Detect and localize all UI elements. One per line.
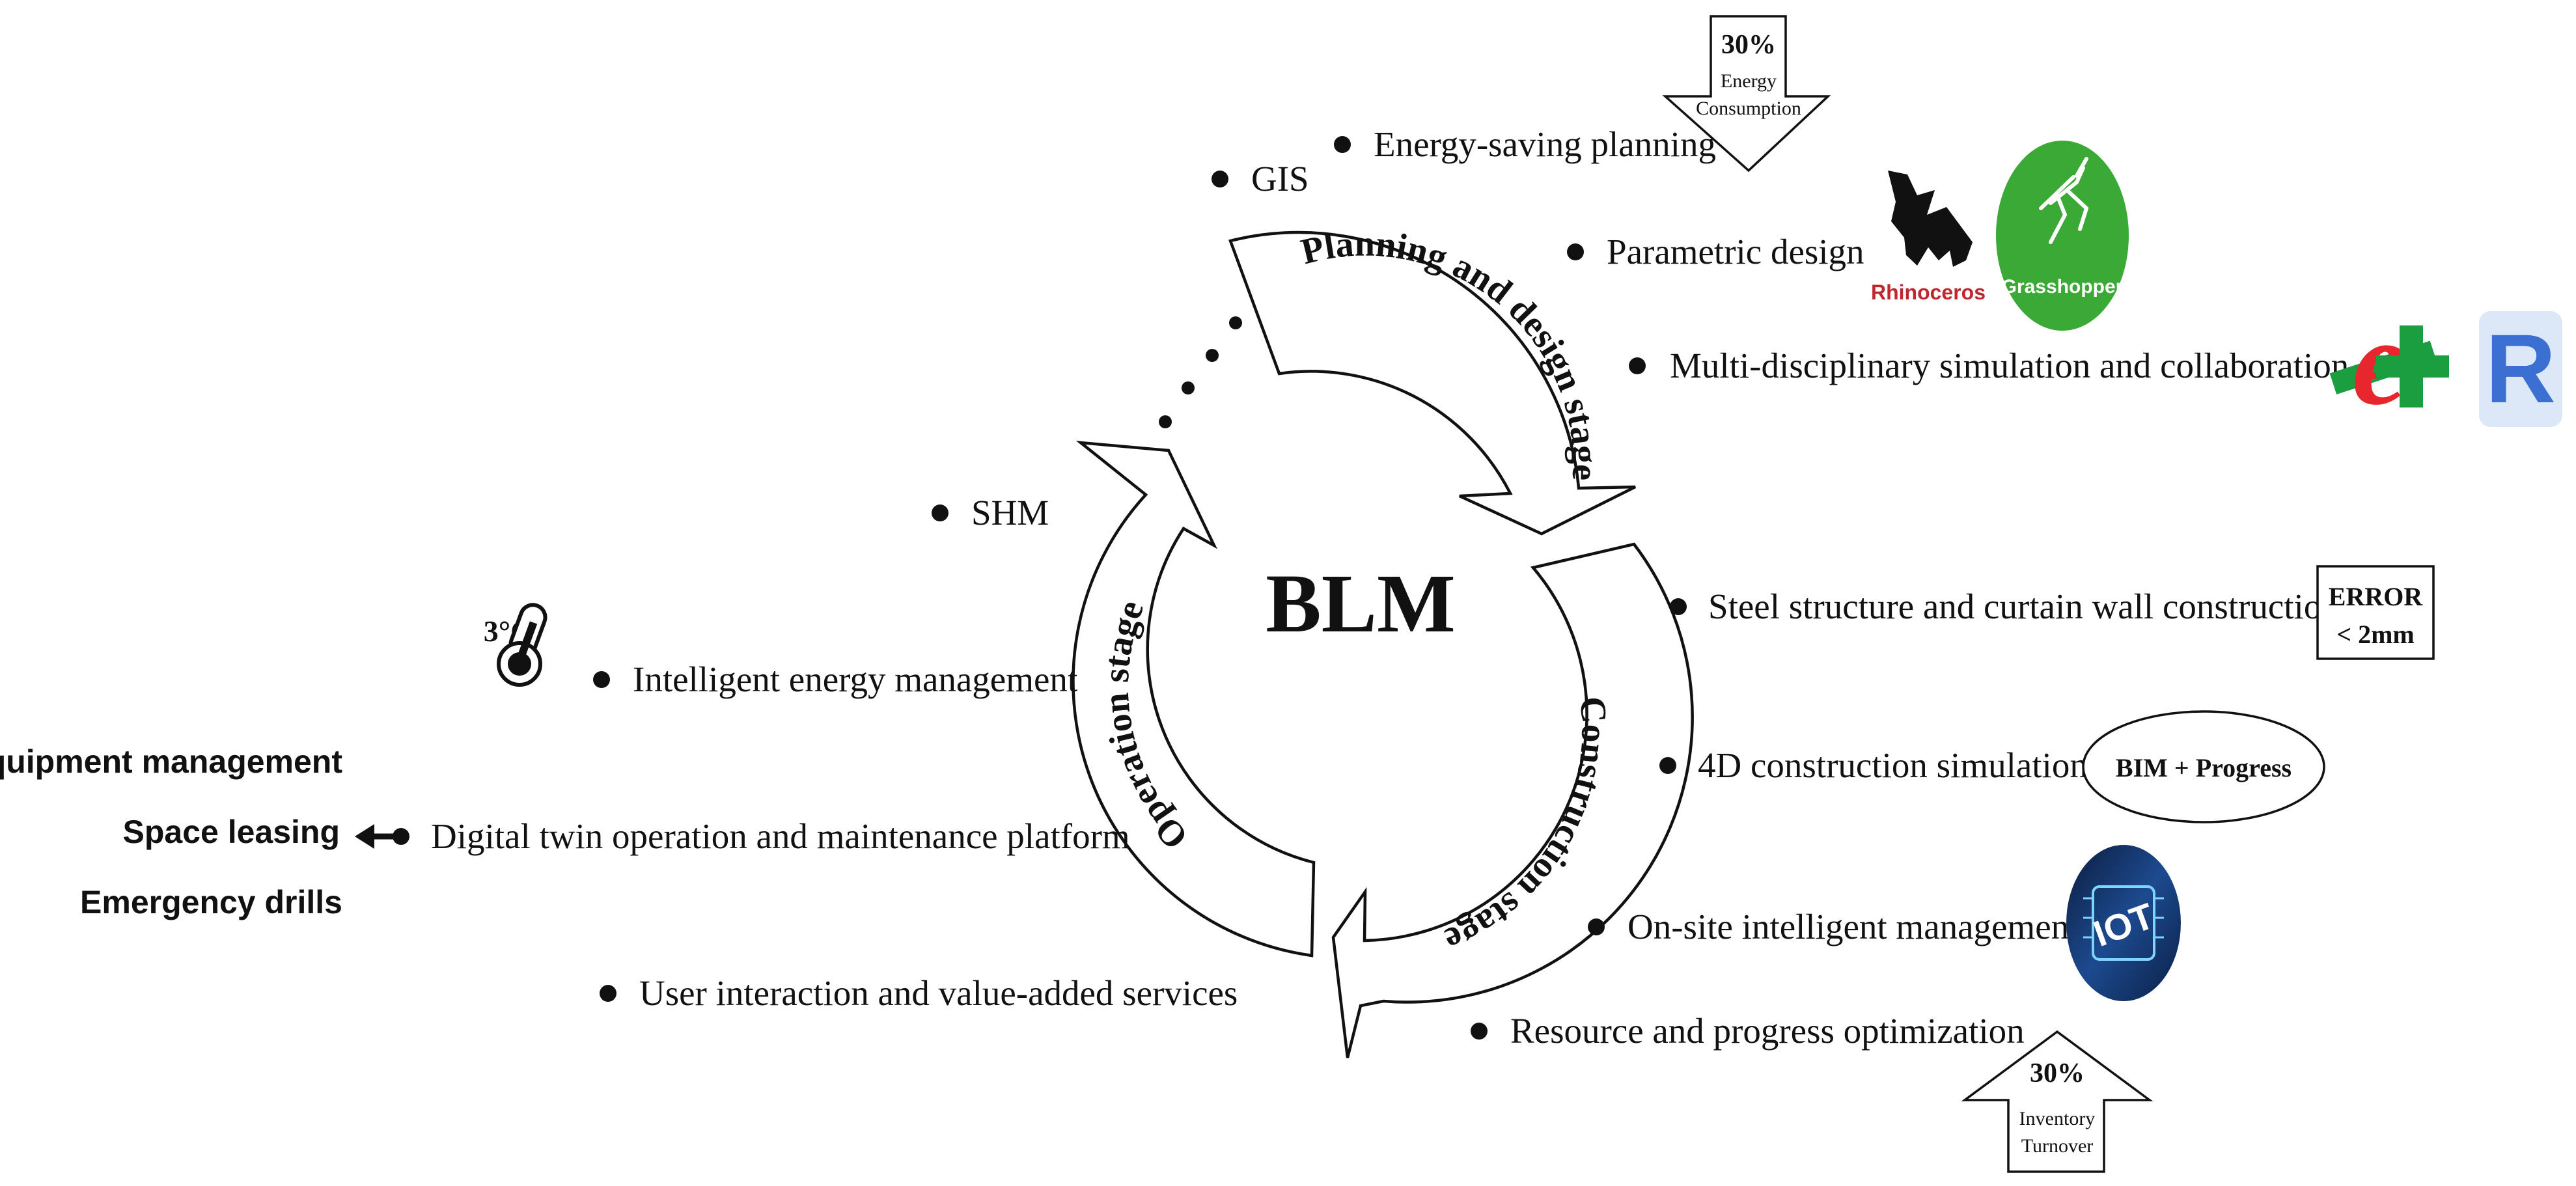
inventory-turnover-callout: 30% Inventory Turnover <box>1961 1030 2154 1173</box>
grasshopper-logo: Grasshopper <box>1996 141 2129 331</box>
grasshopper-icon <box>2039 157 2089 244</box>
item-4d-simulation: 4D construction simulation <box>1698 745 2088 785</box>
inventory-line2: Turnover <box>2021 1135 2094 1157</box>
plus-icon <box>2376 325 2449 407</box>
function-space-leasing: Space leasing <box>123 814 340 850</box>
bullet <box>1334 136 1351 153</box>
grasshopper-label: Grasshopper <box>2002 276 2124 297</box>
bullet <box>593 671 610 688</box>
energy-consumption-callout: 30% Energy Consumption <box>1662 15 1831 172</box>
item-steel-structure: Steel structure and curtain wall constru… <box>1708 586 2340 626</box>
energyplus-logo: e <box>2329 294 2449 431</box>
item-parametric-design: Parametric design <box>1607 232 1864 271</box>
item-energy-saving-planning: Energy-saving planning <box>1374 124 1716 164</box>
planning-items: GIS Energy-saving planning Parametric de… <box>1212 124 2349 385</box>
item-gis: GIS <box>1251 159 1309 199</box>
energy-line2: Consumption <box>1696 98 1801 119</box>
construction-items: Steel structure and curtain wall constru… <box>1471 586 2340 1051</box>
item-intelligent-energy-management: Intelligent energy management <box>633 659 1077 699</box>
bullet <box>1212 171 1228 187</box>
item-resource-optimization: Resource and progress optimization <box>1510 1011 2025 1051</box>
function-emergency-drills: Emergency drills <box>80 884 342 920</box>
error-line1: ERROR <box>2329 582 2424 611</box>
error-line2: < 2mm <box>2336 620 2414 649</box>
item-digital-twin-platform: Digital twin operation and maintenance p… <box>431 816 1130 856</box>
iot-chip-icon: IOT <box>2066 845 2181 1001</box>
arrow-left-icon <box>355 824 396 849</box>
bullet <box>1670 598 1687 615</box>
energy-percent: 30% <box>1721 30 1776 60</box>
bullet <box>1471 1023 1488 1040</box>
rhinoceros-label: Rhinoceros <box>1871 281 1986 304</box>
bullet <box>1567 243 1584 260</box>
function-equipment-management: Equipment management <box>0 743 342 780</box>
rhino-icon <box>1888 171 1973 267</box>
item-user-interaction: User interaction and value-added service… <box>639 973 1238 1013</box>
inventory-percent: 30% <box>2030 1058 2084 1088</box>
planning-stage-arrow: Planning and design stage <box>1228 224 1637 536</box>
bullet <box>393 828 409 845</box>
operation-items: SHM Intelligent energy management Digita… <box>393 493 1238 1013</box>
operation-stage-arrow: Operation stage <box>1072 441 1316 958</box>
rhinoceros-logo: Rhinoceros <box>1871 171 1986 304</box>
item-multidisciplinary-simulation: Multi-disciplinary simulation and collab… <box>1670 346 2349 385</box>
center-label: BLM <box>1266 557 1456 650</box>
bullet <box>932 504 949 521</box>
revit-logo: R <box>2479 311 2562 427</box>
inventory-line1: Inventory <box>2019 1108 2096 1129</box>
energy-line1: Energy <box>1721 70 1777 92</box>
revit-letter: R <box>2486 314 2556 423</box>
error-callout: ERROR < 2mm <box>2316 565 2435 660</box>
bim-progress-label: BIM + Progress <box>2116 753 2292 782</box>
bullet <box>1629 357 1646 374</box>
bullet <box>1588 918 1605 935</box>
bullet <box>600 985 616 1002</box>
bullet <box>1659 757 1676 774</box>
twin-functions: Equipment management Space leasing Emerg… <box>0 743 396 920</box>
item-shm: SHM <box>971 493 1049 532</box>
item-onsite-management: On-site intelligent management <box>1627 907 2079 946</box>
ellipsis-dots <box>1159 316 1242 428</box>
bim-progress-callout: BIM + Progress <box>2082 710 2325 823</box>
thermometer-icon: 3°C <box>484 603 547 687</box>
